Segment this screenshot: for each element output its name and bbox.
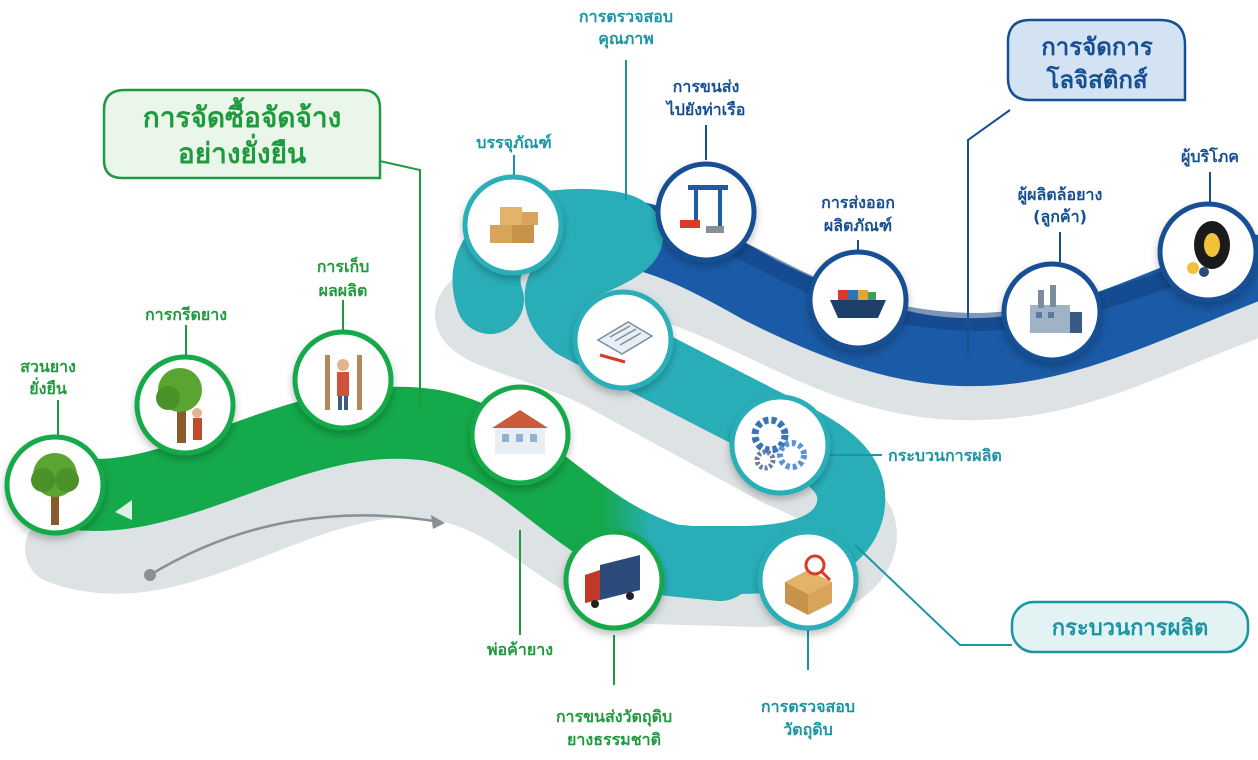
label-transport-raw-1: การขนส่งวัตถุดิบ: [556, 707, 672, 727]
harvest-worker-icon: [325, 355, 362, 410]
stage-packaging: [462, 174, 564, 276]
label-quality-check-2: คุณภาพ: [598, 29, 654, 49]
label-export-2: ผลิตภัณฑ์: [824, 216, 892, 235]
stage-dealer: [469, 384, 571, 486]
label-quality-check-1: การตรวจสอบ: [579, 7, 673, 26]
label-transport-raw-2: ยางธรรมชาติ: [567, 730, 661, 749]
label-port-transport-1: การขนส่ง: [673, 77, 740, 96]
label-plantation-2: ยั่งยืน: [29, 377, 67, 398]
stage-harvest: [292, 329, 394, 431]
label-packaging: บรรจุภัณฑ์: [476, 133, 551, 153]
flow-arrow-start-dot: [144, 569, 156, 581]
label-tire-maker-1: ผู้ผลิตล้อยาง: [1018, 185, 1103, 206]
label-tire-maker-2: (ลูกค้า): [1033, 207, 1087, 228]
stage-labels: สวนยาง ยั่งยืน การกรีดยาง การเก็บ ผลผลิต…: [20, 7, 1239, 749]
production-label-box: กระบวนการผลิต: [1010, 600, 1250, 654]
stage-tapping: [134, 354, 236, 456]
stage-transport-raw: [563, 529, 665, 631]
port-crane-icon: [680, 185, 728, 233]
stage-port-transport: [655, 161, 757, 263]
logistics-title-line2: โลจิสติกส์: [1045, 65, 1147, 94]
road-procurement: [19, 386, 756, 601]
label-manufacturing: กระบวนการผลิต: [888, 446, 1002, 465]
label-port-transport-2: ไปยังท่าเรือ: [665, 100, 746, 119]
clipboard-icon: [596, 321, 654, 364]
stage-raw-inspection: [757, 529, 859, 631]
logistics-title-line1: การจัดการ: [1041, 33, 1153, 61]
box-inspection-icon: [785, 554, 832, 615]
label-harvest-1: การเก็บ: [317, 255, 370, 276]
boxes-icon: [490, 207, 538, 243]
tires-icon: [1187, 221, 1230, 277]
label-raw-inspection-1: การตรวจสอบ: [761, 697, 855, 716]
warehouse-icon: [492, 410, 548, 454]
stage-quality-check: [572, 289, 674, 391]
stage-tire-maker: [1001, 261, 1103, 363]
truck-icon: [585, 555, 640, 608]
procurement-label-box: การจัดซื้อจัดจ้าง อย่างยั่งยืน: [102, 88, 382, 180]
label-consumer: ผู้บริโภค: [1181, 146, 1239, 168]
stage-plantation: [4, 434, 106, 536]
stage-export: [807, 249, 909, 351]
start-arrow-icon: [115, 500, 132, 520]
label-export-1: การส่งออก: [821, 193, 895, 212]
gears-icon: [751, 416, 807, 471]
label-harvest-2: ผลผลิต: [319, 281, 368, 300]
tree-icon: [31, 453, 79, 525]
stage-manufacturing: [729, 394, 831, 496]
label-plantation-1: สวนยาง: [20, 357, 76, 376]
label-dealer: พ่อค้ายาง: [487, 640, 553, 659]
label-raw-inspection-2: วัตถุดิบ: [783, 720, 833, 740]
flow-arrow-head-icon: [431, 515, 445, 529]
procurement-title-line2: อย่างยั่งยืน: [178, 133, 306, 170]
procurement-title-line1: การจัดซื้อจัดจ้าง: [143, 96, 342, 134]
cargo-ship-icon: [830, 290, 886, 318]
flow-arrow-line: [149, 514, 441, 577]
stage-consumer: [1157, 201, 1258, 303]
production-title: กระบวนการผลิต: [1052, 616, 1208, 641]
logistics-label-box: การจัดการ โลจิสติกส์: [1006, 18, 1187, 102]
factory-icon: [1030, 285, 1082, 333]
label-tapping: การกรีดยาง: [145, 305, 227, 324]
rubber-tapping-icon: [156, 368, 202, 443]
